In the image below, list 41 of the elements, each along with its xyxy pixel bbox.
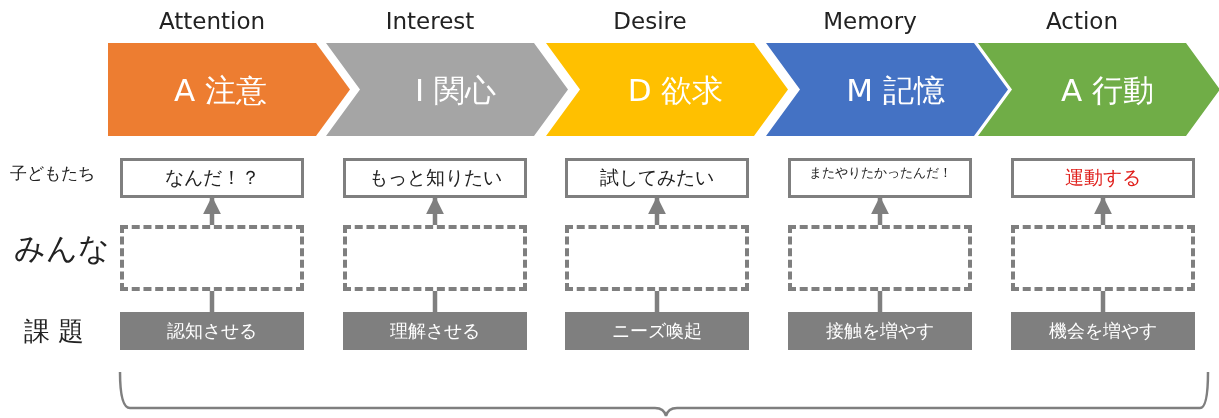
stage-name: A 行動 (1059, 71, 1156, 110)
arrow (648, 196, 666, 225)
arrow (426, 196, 444, 225)
dashed-box (343, 225, 527, 291)
connector-line (209, 291, 215, 312)
arrow (203, 196, 221, 225)
row-label: みんな (14, 229, 110, 268)
stage-heading: Action (1044, 8, 1119, 34)
stage-heading: Interest (384, 8, 476, 34)
chevron-step (546, 8, 788, 138)
dashed-box (788, 225, 972, 291)
connector-line (654, 291, 660, 312)
task-box: 理解させる (343, 312, 527, 350)
chevron-step (978, 8, 1219, 138)
stage-heading: Desire (612, 8, 688, 34)
stage-name: D 欲求 (626, 71, 725, 110)
task-box: ニーズ喚起 (565, 312, 749, 350)
dashed-box (1011, 225, 1195, 291)
stage-name: A 注意 (172, 71, 269, 110)
connector-line (1100, 291, 1106, 312)
stage-heading: Memory (822, 8, 918, 34)
reaction-box: またやりたかったんだ！ (788, 158, 972, 198)
stage-name: I 関心 (414, 71, 497, 110)
reaction-box: 運動する (1011, 158, 1195, 198)
reaction-box: なんだ！？ (120, 158, 304, 198)
stage-heading: Attention (157, 8, 267, 34)
row-label: 子どもたち (10, 162, 95, 185)
task-box: 機会を増やす (1011, 312, 1195, 350)
row-label: 課 題 (24, 315, 85, 348)
arrow (871, 196, 889, 225)
reaction-box: もっと知りたい (343, 158, 527, 198)
connector-line (432, 291, 438, 312)
dashed-box (120, 225, 304, 291)
task-box: 認知させる (120, 312, 304, 350)
reaction-box: 試してみたい (565, 158, 749, 198)
stage-name: M 記憶 (845, 71, 946, 110)
chevron-step (108, 8, 350, 138)
arrow (1094, 196, 1112, 225)
dashed-box (565, 225, 749, 291)
connector-line (877, 291, 883, 312)
task-box: 接触を増やす (788, 312, 972, 350)
